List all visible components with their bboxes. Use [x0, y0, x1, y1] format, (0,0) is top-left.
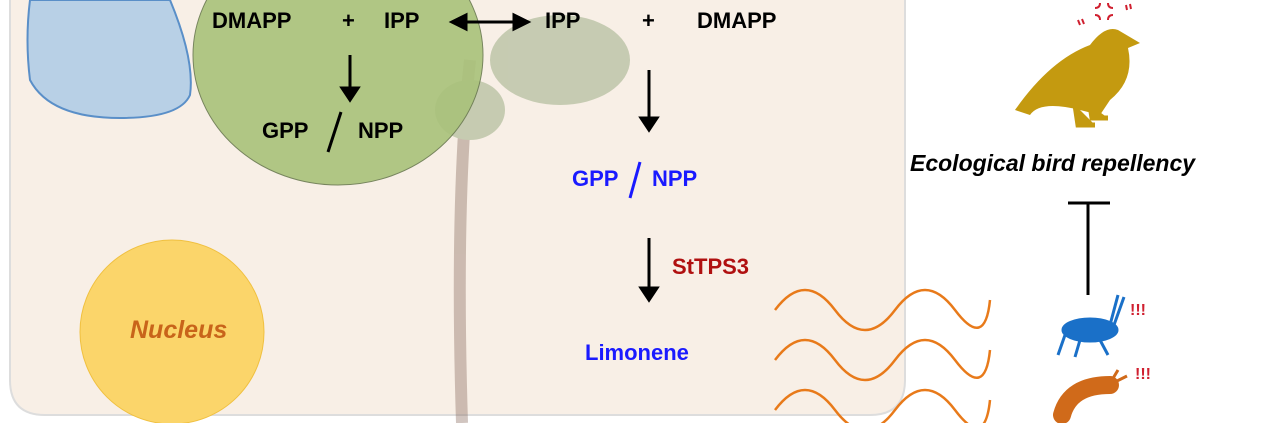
grasshopper-icon — [1056, 294, 1126, 358]
slash-chloroplast — [326, 111, 343, 153]
chloroplast-ipp: IPP — [384, 8, 420, 33]
chloroplast-dmapp: DMAPP — [212, 8, 292, 33]
chloroplast-npp: NPP — [358, 118, 404, 143]
caterpillar-icon — [1053, 369, 1128, 423]
cytosol-dmapp: DMAPP — [697, 8, 777, 33]
chloroplast-plus: + — [342, 8, 355, 33]
anger-icon — [1077, 2, 1132, 26]
alarm-grasshopper: !!! — [1130, 302, 1146, 319]
nucleus-label: Nucleus — [130, 316, 228, 344]
chloroplast — [192, 0, 484, 186]
cytosol-plus: + — [642, 8, 655, 33]
enzyme-label: StTPS3 — [672, 254, 750, 279]
nucleus — [79, 239, 265, 423]
alarm-caterpillar: !!! — [1135, 366, 1151, 383]
slash-cytosol — [628, 161, 642, 199]
cytosol-ipp: IPP — [545, 8, 581, 33]
product-label: Limonene — [585, 340, 689, 365]
volatile-waves — [774, 288, 992, 423]
cytosol-gpp: GPP — [572, 166, 619, 191]
bird-icon — [1015, 29, 1140, 128]
cytosol-npp: NPP — [652, 166, 698, 191]
chloroplast-gpp: GPP — [262, 118, 309, 143]
ecology-label: Ecological bird repellency — [910, 150, 1196, 176]
vacuole — [26, 0, 192, 120]
